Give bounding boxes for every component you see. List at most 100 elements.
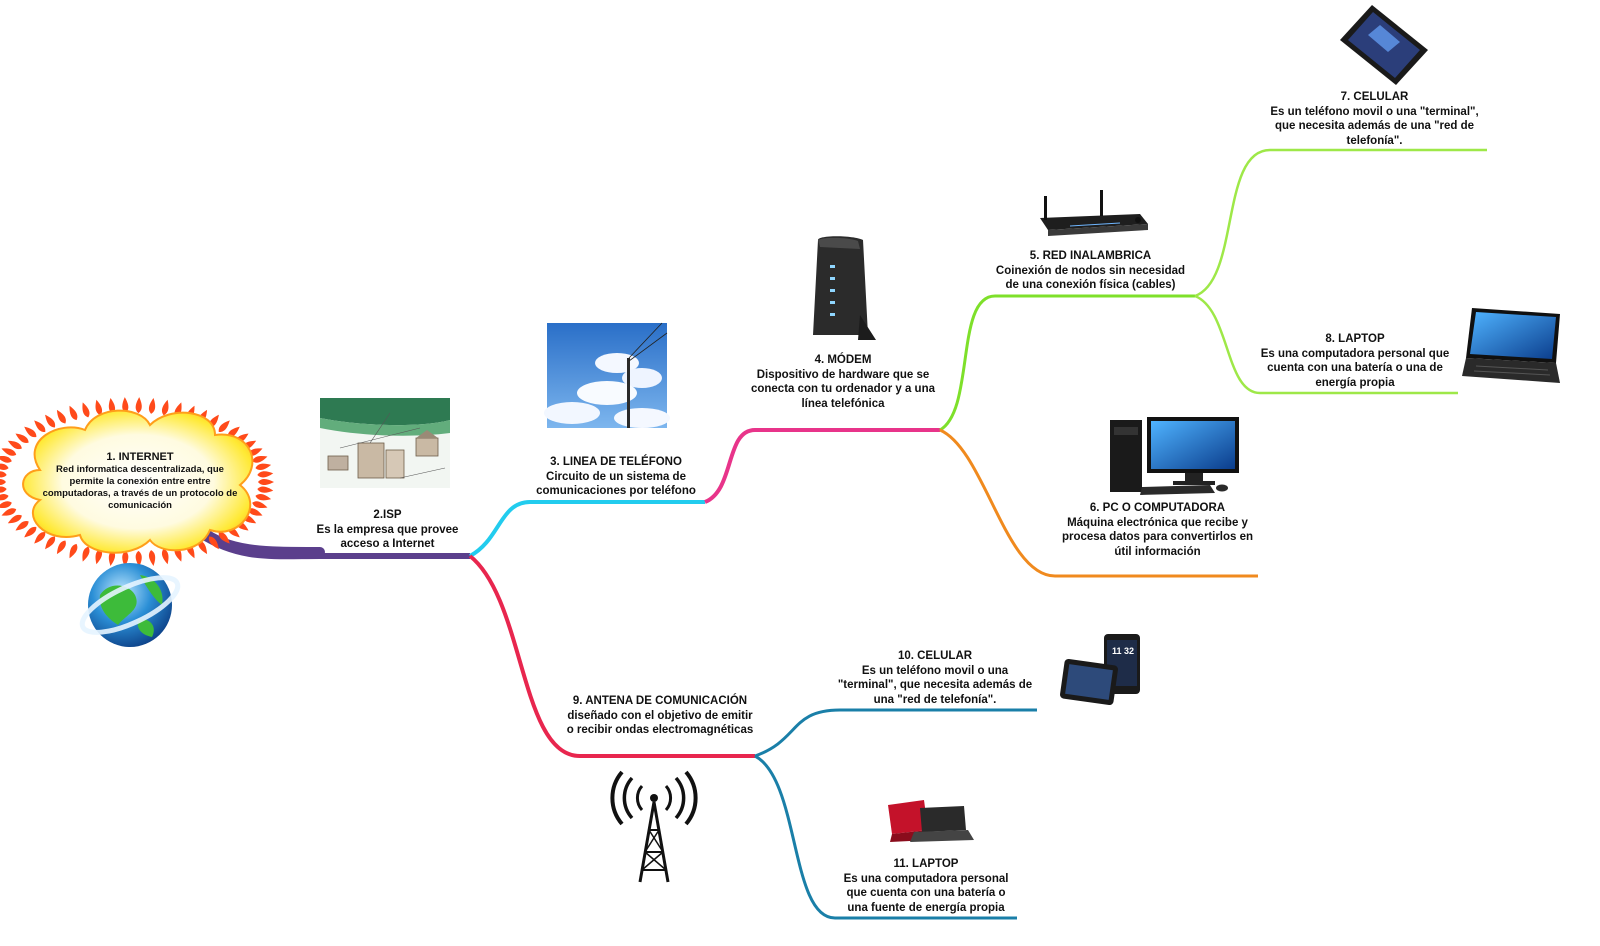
flame-decoration <box>82 402 90 418</box>
flame-decoration <box>227 426 240 438</box>
node-celular-10-title: 10. CELULAR <box>897 650 973 662</box>
network-diagram-image <box>320 398 450 488</box>
node-laptop-8-description: Es una computadora personal que cuenta c… <box>1260 347 1450 389</box>
root-node: 1. INTERNET Red informatica descentraliz… <box>40 450 240 512</box>
flame-decoration <box>7 440 22 450</box>
node-laptop-8-title: 8. LAPTOP <box>1325 333 1385 345</box>
node-modem-title: 4. MÓDEM <box>814 354 872 366</box>
flame-decoration <box>69 405 78 421</box>
flame-decoration <box>56 409 66 424</box>
flame-decoration <box>218 420 230 432</box>
router-image <box>1040 190 1148 236</box>
root-title: 1. INTERNET <box>106 451 174 463</box>
antenna-tower-icon <box>610 770 698 883</box>
node-pc-title: 6. PC O COMPUTADORA <box>1089 502 1226 514</box>
flame-decoration <box>252 455 268 463</box>
flame-decoration <box>108 398 116 414</box>
telephone-pole-image <box>544 322 670 428</box>
node-celular-10-description: Es un teléfono movil o una "terminal", q… <box>837 664 1033 706</box>
flame-decoration <box>56 540 66 555</box>
flame-decoration <box>161 548 169 565</box>
node-inalambrica-title: 5. RED INALAMBRICA <box>1029 250 1152 262</box>
branch-modem-inalambrica <box>939 294 1195 432</box>
branch-isp-telefono <box>468 500 705 558</box>
smartphone-image <box>1340 5 1428 85</box>
node-telefono-title: 3. LINEA DE TELÉFONO <box>550 456 682 468</box>
node-celular-10: 10. CELULAR Es un teléfono movil o una "… <box>835 649 1035 707</box>
flame-decoration <box>0 501 12 509</box>
node-laptop-11-title: 11. LAPTOP <box>893 858 959 870</box>
node-celular-7-description: Es un teléfono movil o una "terminal", q… <box>1270 105 1479 147</box>
node-isp: 2.ISP Es la empresa que provee acceso a … <box>305 508 470 552</box>
node-telefono: 3. LINEA DE TELÉFONO Circuito de un sist… <box>526 455 706 499</box>
flame-decoration <box>198 540 208 555</box>
flame-decoration <box>34 532 46 544</box>
flame-decoration <box>247 508 263 516</box>
node-telefono-description: Circuito de un sistema de comunicaciones… <box>536 470 696 498</box>
branch-inalambrica-laptop <box>1194 294 1458 395</box>
flame-decoration <box>0 463 9 470</box>
node-isp-description: Es la empresa que provee acceso a Intern… <box>316 523 459 551</box>
branch-inalambrica-celular <box>1194 148 1487 298</box>
root-description: Red informatica descentralizada, que per… <box>42 464 238 511</box>
flame-decoration <box>257 486 274 493</box>
flame-decoration <box>122 397 129 414</box>
flame-decoration <box>148 550 156 566</box>
node-laptop-11-description: Es una computadora personal que cuenta c… <box>843 872 1009 914</box>
flame-decoration <box>45 414 56 428</box>
flame-decoration <box>34 420 46 432</box>
branch-modem-pc <box>939 428 1258 578</box>
flame-decoration <box>257 471 274 478</box>
node-laptop-11: 11. LAPTOP Es una computadora personal q… <box>835 857 1017 915</box>
globe-icon <box>79 563 181 647</box>
flame-decoration <box>95 548 103 565</box>
node-laptop-8: 8. LAPTOP Es una computadora personal qu… <box>1250 332 1460 390</box>
root-cloud <box>0 397 274 567</box>
node-inalambrica: 5. RED INALAMBRICA Coinexión de nodos si… <box>988 249 1193 293</box>
smartphones-image: 11 32 <box>1059 634 1140 706</box>
node-modem-description: Dispositivo de hardware que se conecta c… <box>750 368 936 410</box>
flame-decoration <box>69 543 78 559</box>
flame-decoration <box>1 448 17 456</box>
node-celular-7-title: 7. CELULAR <box>1340 91 1409 103</box>
flame-decoration <box>0 479 6 485</box>
flame-decoration <box>7 514 22 524</box>
flame-decoration <box>252 501 268 509</box>
flame-decoration <box>255 494 272 501</box>
desktop-computer-image <box>1110 417 1239 495</box>
branch-isp-antena <box>468 554 755 758</box>
node-antena-description: diseñado con el objetivo de emitir o rec… <box>566 709 754 737</box>
flame-decoration <box>15 521 29 531</box>
flame-decoration <box>208 536 219 550</box>
laptop-image <box>1462 308 1560 383</box>
flame-decoration <box>0 471 7 478</box>
branch-telefono-modem <box>704 428 940 504</box>
flame-decoration <box>218 532 230 544</box>
flame-decoration <box>255 463 272 470</box>
node-inalambrica-description: Coinexión de nodos sin necesidad de una … <box>995 264 1186 292</box>
node-celular-7: 7. CELULAR Es un teléfono movil o una "t… <box>1262 90 1487 148</box>
flame-decoration <box>135 397 142 414</box>
flame-decoration <box>1 508 17 516</box>
node-isp-title: 2.ISP <box>373 509 402 521</box>
node-modem: 4. MÓDEM Dispositivo de hardware que se … <box>748 353 938 411</box>
branch-antena-laptop <box>754 754 1017 920</box>
flame-decoration <box>0 494 9 501</box>
flame-decoration <box>45 536 56 550</box>
flame-decoration <box>24 526 37 538</box>
branch-antena-celular <box>754 708 1037 758</box>
flame-decoration <box>15 433 29 443</box>
red-laptops-image <box>888 800 974 842</box>
node-antena: 9. ANTENA DE COMUNICACIÓN diseñado con e… <box>565 694 755 738</box>
svg-text:11 32: 11 32 <box>1112 646 1134 656</box>
flame-decoration <box>82 546 90 562</box>
flame-decoration <box>95 399 103 416</box>
flame-decoration <box>161 399 169 416</box>
flame-decoration <box>258 479 274 485</box>
node-antena-title: 9. ANTENA DE COMUNICACIÓN <box>572 695 748 707</box>
flame-decoration <box>135 550 142 567</box>
modem-image <box>813 236 876 340</box>
flame-decoration <box>24 426 37 438</box>
flame-decoration <box>0 486 7 493</box>
